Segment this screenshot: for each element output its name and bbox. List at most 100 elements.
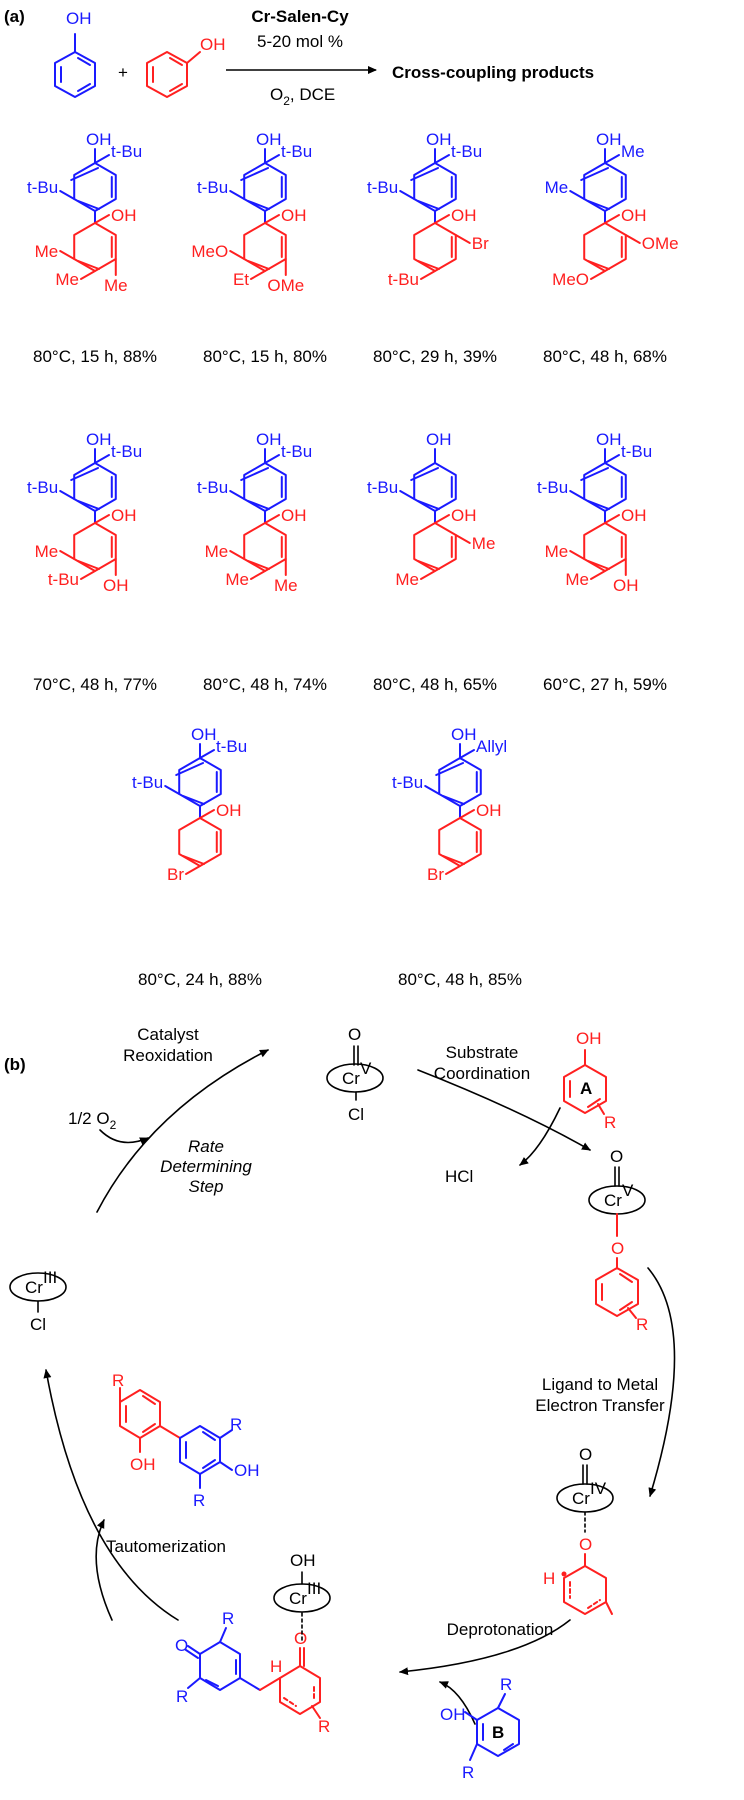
substituent-label: OH [281, 506, 307, 525]
svg-text:R: R [230, 1415, 242, 1434]
svg-text:O: O [175, 1636, 188, 1655]
substituent-label: Me [545, 178, 569, 197]
substituent-label: t-Bu [367, 478, 398, 497]
hcl-label: HCl [445, 1167, 473, 1186]
half-o2-label: 1/2 O2 [68, 1109, 117, 1132]
product-caption: 60°C, 27 h, 59% [543, 675, 667, 694]
product-caption: 80°C, 15 h, 80% [203, 347, 327, 366]
svg-text:Cr: Cr [342, 1069, 360, 1088]
svg-text:R: R [318, 1717, 330, 1736]
substituent-label: t-Bu [111, 442, 142, 461]
substituent-label: t-Bu [451, 142, 482, 161]
substituent-label: OH [476, 801, 502, 820]
o2-arrow [99, 1129, 149, 1145]
svg-text:O: O [348, 1025, 361, 1044]
product-caption: 80°C, 48 h, 65% [373, 675, 497, 694]
svg-text:OH: OH [440, 1705, 466, 1724]
svg-text:O: O [611, 1239, 624, 1258]
svg-text:III: III [43, 1268, 57, 1287]
phenol-b-base: OH R R B [440, 1675, 520, 1782]
products-label: Cross-coupling products [392, 63, 594, 82]
svg-text:OH: OH [130, 1455, 156, 1474]
blue-phenol-reactant: OH [54, 9, 96, 98]
svg-text:R: R [176, 1687, 188, 1706]
substituent-label: OH [451, 506, 477, 525]
substituent-label: Me [395, 570, 419, 589]
substituent-label: OH [426, 130, 452, 149]
svg-text:R: R [462, 1763, 474, 1782]
substituent-label: Me [545, 542, 569, 561]
substituent-label: Me [621, 142, 645, 161]
tautomerization-label: Tautomerization [106, 1537, 226, 1556]
substituent-label: OH [451, 725, 477, 744]
substituent-label: OMe [642, 234, 679, 253]
substituent-label: t-Bu [197, 478, 228, 497]
svg-text:OH: OH [576, 1029, 602, 1048]
panel-a-label: (a) [4, 7, 25, 26]
svg-text:O: O [579, 1535, 592, 1554]
substituent-label: t-Bu [367, 178, 398, 197]
substituent-label: Me [104, 276, 128, 295]
substituent-label: OH [596, 130, 622, 149]
svg-text:O: O [610, 1147, 623, 1166]
substituent-label: t-Bu [48, 570, 79, 589]
plus-sign: + [118, 63, 128, 82]
substituent-label: Me [35, 242, 59, 261]
cr-iii-chloride: Cr III Cl [9, 1268, 67, 1334]
svg-text:A: A [580, 1079, 592, 1098]
substituent-label: t-Bu [197, 178, 228, 197]
substituent-label: OH [451, 206, 477, 225]
substituent-label: Br [427, 865, 444, 884]
svg-text:Cl: Cl [30, 1315, 46, 1334]
substituent-label: OH [256, 430, 282, 449]
substituent-label: MeO [191, 242, 228, 261]
product-caption: 80°C, 48 h, 74% [203, 675, 327, 694]
substituent-label: t-Bu [27, 478, 58, 497]
substituent-label: t-Bu [281, 442, 312, 461]
substituent-label: t-Bu [281, 142, 312, 161]
deprotonation-label: Deprotonation [447, 1620, 554, 1639]
svg-text:Cr: Cr [604, 1191, 622, 1210]
product-caption: 80°C, 24 h, 88% [138, 970, 262, 989]
cr-iii-dienone-intermediate: O R R O H R Cr III OH [175, 1551, 331, 1736]
svg-text:H: H [270, 1657, 282, 1676]
svg-text:OH: OH [234, 1461, 260, 1480]
biaryl-product: R OH R OH R [112, 1371, 260, 1510]
oh-label: OH [66, 9, 92, 28]
cr-iv-radical-complex: Cr IV O O H [543, 1445, 614, 1615]
svg-text:V: V [622, 1181, 634, 1200]
svg-text:R: R [636, 1315, 648, 1334]
substituent-label: Me [55, 270, 79, 289]
svg-text:R: R [604, 1113, 616, 1132]
svg-text:O: O [579, 1445, 592, 1464]
svg-text:IV: IV [590, 1479, 607, 1498]
svg-text:R: R [500, 1675, 512, 1694]
substituent-label: t-Bu [392, 773, 423, 792]
substituent-label: Br [472, 234, 489, 253]
svg-text:III: III [307, 1579, 321, 1598]
substituent-label: MeO [552, 270, 589, 289]
substituent-label: Allyl [476, 737, 507, 756]
svg-text:R: R [222, 1609, 234, 1628]
substituent-label: t-Bu [621, 442, 652, 461]
product-caption: 70°C, 48 h, 77% [33, 675, 157, 694]
oh-label: OH [200, 35, 226, 54]
substituent-label: OH [111, 506, 137, 525]
substituent-label: Me [565, 570, 589, 589]
substituent-label: OH [86, 430, 112, 449]
substituent-label: OH [191, 725, 217, 744]
product-caption: 80°C, 15 h, 88% [33, 347, 157, 366]
svg-text:B: B [492, 1723, 504, 1742]
phenol-a-substrate: OH A R [563, 1029, 616, 1132]
substituent-label: Me [472, 534, 496, 553]
